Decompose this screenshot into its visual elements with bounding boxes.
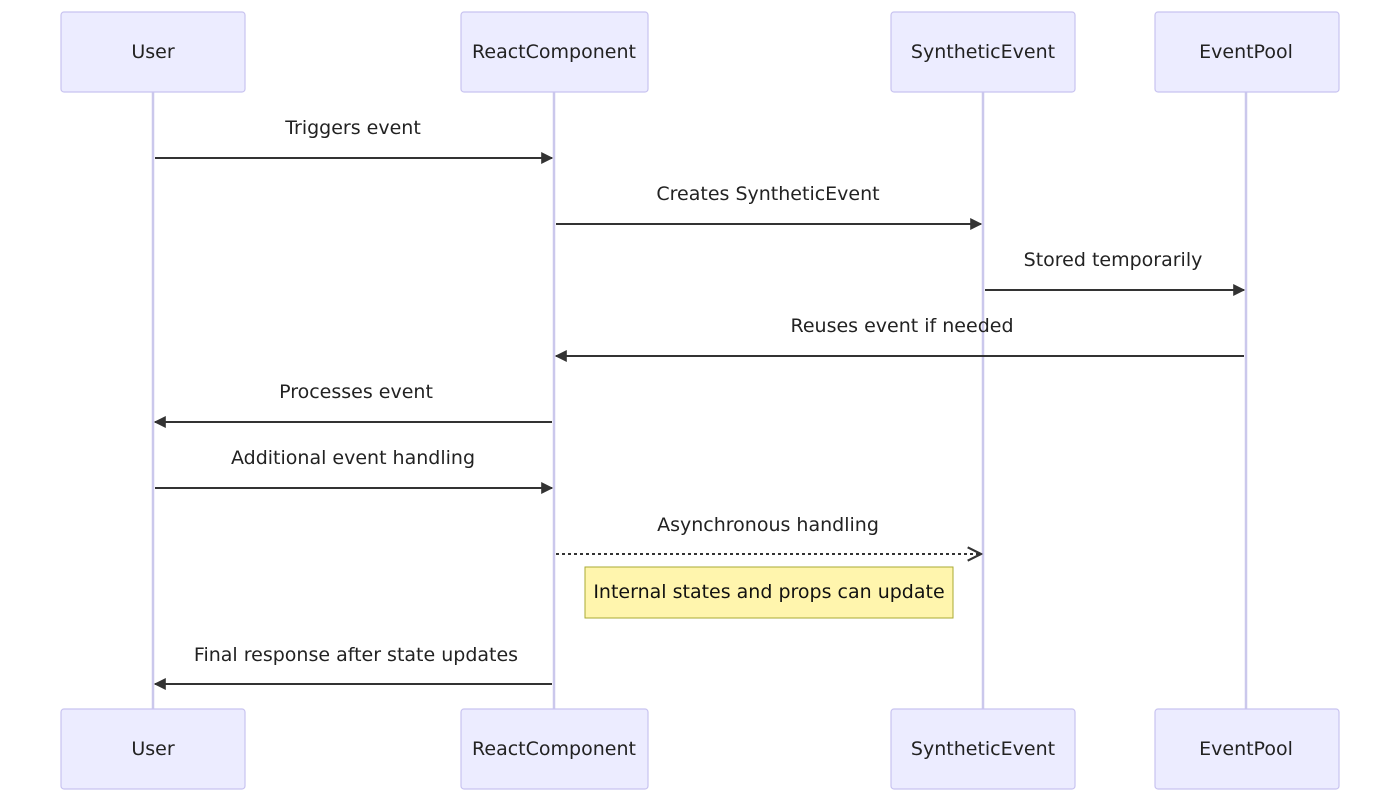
actor-label: ReactComponent: [472, 41, 636, 63]
message-final-response: Final response after state updates: [153, 644, 552, 690]
message-label: Processes event: [279, 381, 433, 403]
message-stored-temporarily: Stored temporarily: [985, 249, 1246, 296]
message-label: Triggers event: [284, 117, 421, 139]
actor-label: SyntheticEvent: [911, 738, 1055, 760]
message-additional-event-handling: Additional event handling: [155, 447, 554, 494]
message-reuses-event: Reuses event if needed: [554, 315, 1244, 362]
actor-bottom-user: User: [60, 708, 246, 790]
actor-bottom-synthetic-event: SyntheticEvent: [890, 708, 1076, 790]
message-asynchronous-handling: Asynchronous handling: [556, 514, 981, 554]
actor-label: EventPool: [1199, 738, 1293, 760]
note-internal-states: Internal states and props can update: [584, 566, 954, 619]
message-label: Reuses event if needed: [791, 315, 1014, 337]
message-creates-synthetic-event: Creates SyntheticEvent: [556, 183, 983, 230]
actor-label: ReactComponent: [472, 738, 636, 760]
actor-label: User: [131, 41, 174, 63]
actor-top-user: User: [60, 11, 246, 93]
actor-top-event-pool: EventPool: [1154, 11, 1340, 93]
message-label: Creates SyntheticEvent: [656, 183, 879, 205]
message-label: Asynchronous handling: [657, 514, 879, 536]
actor-label: User: [131, 738, 174, 760]
actor-label: EventPool: [1199, 41, 1293, 63]
message-triggers-event: Triggers event: [155, 117, 554, 164]
actor-bottom-react-component: ReactComponent: [460, 708, 649, 790]
actor-bottom-event-pool: EventPool: [1154, 708, 1340, 790]
message-label: Final response after state updates: [194, 644, 518, 666]
actor-top-synthetic-event: SyntheticEvent: [890, 11, 1076, 93]
message-label: Additional event handling: [231, 447, 475, 469]
message-processes-event: Processes event: [153, 381, 552, 428]
actor-label: SyntheticEvent: [911, 41, 1055, 63]
actor-top-react-component: ReactComponent: [460, 11, 649, 93]
message-label: Stored temporarily: [1024, 249, 1203, 271]
note-text: Internal states and props can update: [593, 581, 944, 603]
